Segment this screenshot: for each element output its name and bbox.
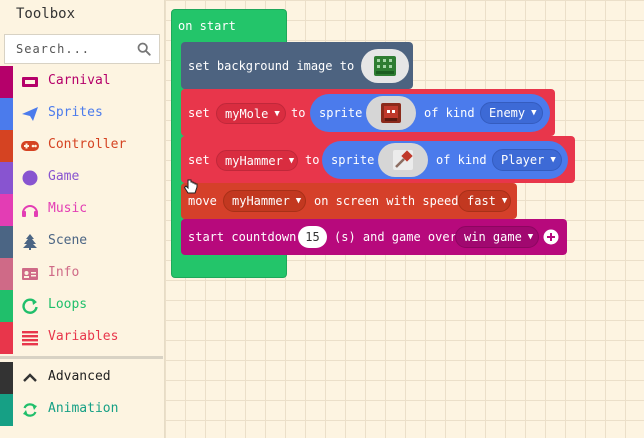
move-block[interactable]: move myHammer ▼ on screen with speed fast… bbox=[181, 183, 517, 219]
set-background-label: set background image to bbox=[188, 59, 355, 73]
search-input[interactable]: Search... bbox=[16, 42, 91, 56]
on-start-label: on start bbox=[178, 19, 236, 33]
gamepad-icon bbox=[21, 141, 39, 151]
seconds-input[interactable]: 15 bbox=[298, 226, 327, 248]
sprite-label: sprite bbox=[319, 106, 363, 120]
category-label: Variables bbox=[48, 329, 119, 344]
category-info[interactable]: Info bbox=[0, 258, 163, 290]
category-animation[interactable]: Animation bbox=[0, 394, 163, 426]
category-advanced[interactable]: Advanced bbox=[0, 362, 163, 394]
countdown-middle-label: (s) and game over bbox=[334, 230, 457, 244]
id-card-icon bbox=[22, 268, 38, 280]
background-image-field[interactable] bbox=[361, 49, 409, 83]
dropdown-arrow-icon: ▼ bbox=[501, 196, 508, 206]
chevron-up-icon bbox=[23, 373, 37, 382]
set-label: set bbox=[188, 153, 210, 167]
sprite-of-kind-block[interactable]: sprite of kind Enemy ▼ bbox=[310, 94, 550, 132]
search-box[interactable]: Search... bbox=[4, 34, 160, 64]
dropdown-arrow-icon: ▼ bbox=[295, 196, 302, 206]
sprite-of-kind-block[interactable]: sprite of kind Player ▼ bbox=[322, 141, 568, 179]
headphones-icon bbox=[22, 205, 38, 217]
search-icon[interactable] bbox=[137, 42, 151, 56]
toolbox-divider bbox=[0, 356, 163, 359]
result-value: win game bbox=[464, 230, 522, 244]
countdown-label: start countdown bbox=[188, 230, 297, 244]
refresh-icon bbox=[23, 403, 37, 417]
seconds-value: 15 bbox=[305, 230, 320, 244]
toolbox-title: Toolbox bbox=[16, 6, 76, 22]
category-carnival[interactable]: Carnival bbox=[0, 66, 163, 98]
category-label: Animation bbox=[48, 401, 119, 416]
move-label: move bbox=[188, 194, 217, 208]
kind-dropdown-enemy[interactable]: Enemy ▼ bbox=[480, 102, 543, 124]
game-over-dropdown[interactable]: win game ▼ bbox=[455, 226, 539, 248]
carnival-icon bbox=[22, 77, 38, 87]
set-hammer-block[interactable]: set myHammer ▼ to sprite of kind Player ▼ bbox=[181, 136, 575, 183]
speed-value: fast bbox=[467, 194, 496, 208]
category-music[interactable]: Music bbox=[0, 194, 163, 226]
dropdown-arrow-icon: ▼ bbox=[274, 108, 280, 119]
set-background-block[interactable]: set background image to bbox=[181, 42, 413, 89]
category-label: Music bbox=[48, 201, 88, 216]
kind-value: Player bbox=[501, 153, 545, 167]
category-variables[interactable]: Variables bbox=[0, 322, 163, 354]
image-thumbnail-icon bbox=[374, 56, 396, 76]
category-game[interactable]: Game bbox=[0, 162, 163, 194]
category-sprites[interactable]: Sprites bbox=[0, 98, 163, 130]
variable-dropdown-mymole[interactable]: myMole ▼ bbox=[216, 103, 286, 124]
category-scene[interactable]: Scene bbox=[0, 226, 163, 258]
category-controller[interactable]: Controller bbox=[0, 130, 163, 162]
category-label: Loops bbox=[48, 297, 88, 312]
hammer-sprite-icon bbox=[393, 150, 413, 170]
to-label: to bbox=[305, 153, 320, 167]
paper-plane-icon bbox=[22, 107, 38, 121]
of-kind-label: of kind bbox=[436, 153, 487, 167]
kind-value: Enemy bbox=[489, 106, 526, 120]
hand-cursor-icon bbox=[183, 179, 198, 194]
tree-icon bbox=[23, 234, 37, 250]
variable-dropdown-myhammer[interactable]: myHammer ▼ bbox=[223, 190, 306, 212]
mole-sprite-icon bbox=[381, 103, 401, 123]
sprite-image-field[interactable] bbox=[366, 96, 416, 130]
variable-dropdown-myhammer[interactable]: myHammer ▼ bbox=[216, 150, 298, 171]
dropdown-arrow-icon: ▼ bbox=[527, 232, 534, 242]
speed-dropdown[interactable]: fast ▼ bbox=[458, 190, 511, 212]
sprite-image-field[interactable] bbox=[378, 143, 428, 177]
variable-name: myHammer bbox=[225, 153, 283, 168]
dropdown-arrow-icon: ▼ bbox=[550, 155, 556, 165]
circle-icon bbox=[22, 170, 38, 186]
category-label: Scene bbox=[48, 233, 88, 248]
category-label: Controller bbox=[48, 137, 127, 152]
category-label: Info bbox=[48, 265, 80, 280]
loop-icon bbox=[22, 298, 38, 314]
list-icon bbox=[22, 331, 38, 346]
category-label: Game bbox=[48, 169, 80, 184]
dropdown-arrow-icon: ▼ bbox=[531, 108, 537, 118]
toolbox-panel: Toolbox Search... Carnival Sprites bbox=[0, 0, 165, 438]
variable-name: myHammer bbox=[232, 194, 290, 208]
category-loops[interactable]: Loops bbox=[0, 290, 163, 322]
add-parameter-icon[interactable] bbox=[543, 229, 559, 245]
move-middle-label: on screen with speed bbox=[314, 194, 459, 208]
set-label: set bbox=[188, 106, 210, 120]
sprite-label: sprite bbox=[331, 153, 375, 167]
countdown-block[interactable]: start countdown 15 (s) and game over win… bbox=[181, 219, 567, 255]
of-kind-label: of kind bbox=[424, 106, 475, 120]
kind-dropdown-player[interactable]: Player ▼ bbox=[492, 149, 562, 171]
category-label: Advanced bbox=[48, 369, 111, 384]
dropdown-arrow-icon: ▼ bbox=[288, 155, 295, 166]
category-label: Sprites bbox=[48, 105, 103, 120]
variable-name: myMole bbox=[225, 106, 269, 121]
blocks-workspace[interactable]: on start set background image to set myM… bbox=[165, 0, 644, 438]
set-mole-block[interactable]: set myMole ▼ to sprite of kind Enemy ▼ bbox=[181, 89, 555, 136]
to-label: to bbox=[291, 106, 306, 120]
category-label: Carnival bbox=[48, 73, 111, 88]
